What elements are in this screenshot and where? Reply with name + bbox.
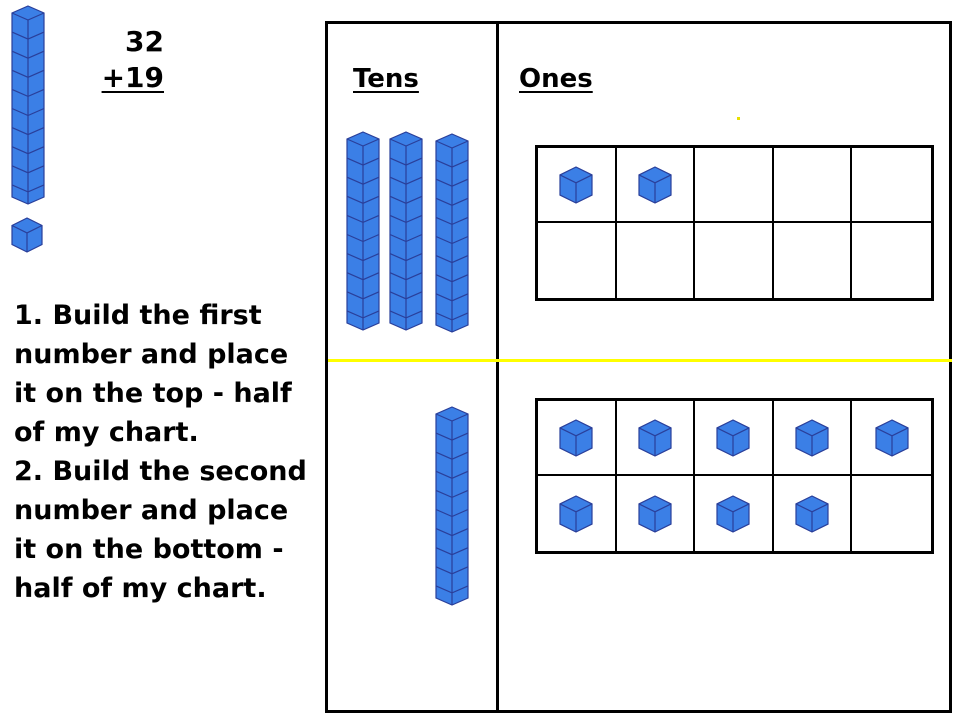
unit-cube-icon: [795, 494, 829, 533]
top-frame-cell-10: [852, 223, 931, 298]
instructions: 1. Build the first number and place it o…: [14, 296, 314, 608]
ones-heading: Ones: [519, 64, 593, 94]
top-frame-cell-9: [774, 223, 853, 298]
addition-problem: 32 +19: [92, 24, 164, 96]
unit-cube-icon: [638, 418, 672, 457]
bottom-frame-cell-6: [538, 476, 617, 551]
top-frame-cell-5: [852, 148, 931, 223]
top-frame-cell-3: [695, 148, 774, 223]
unit-cube-icon: [875, 418, 909, 457]
unit-cube-icon: [638, 165, 672, 204]
bottom-frame-cell-7: [617, 476, 696, 551]
model-ten-rod: [11, 5, 45, 205]
top-ten-rod-2: [389, 131, 423, 331]
top-frame-cell-2: [616, 148, 696, 223]
addend-bottom: +19: [101, 61, 164, 94]
bottom-frame-cell-5: [852, 401, 931, 476]
top-ten-frame: [535, 145, 934, 301]
unit-cube-icon: [795, 418, 829, 457]
bottom-frame-cell-9: [774, 476, 853, 551]
bottom-frame-cell-1: [538, 401, 617, 476]
model-unit-cube: [11, 217, 43, 253]
tens-ones-divider: [496, 21, 499, 713]
unit-cube-icon: [716, 494, 751, 533]
top-frame-cell-1: [538, 148, 617, 223]
unit-cube-icon: [559, 418, 593, 457]
half-divider-line: [328, 359, 952, 362]
top-ten-rod-1: [346, 131, 380, 331]
top-ten-rod-3: [435, 133, 469, 333]
top-frame-cell-7: [617, 223, 696, 298]
top-frame-cell-4: [773, 148, 853, 223]
top-frame-cell-6: [538, 223, 617, 298]
bottom-ten-rod-1: [435, 406, 469, 606]
unit-cube-icon: [638, 494, 672, 533]
unit-cube-icon: [716, 418, 751, 457]
bottom-frame-cell-4: [773, 401, 853, 476]
bottom-frame-cell-3: [695, 401, 774, 476]
bottom-frame-cell-2: [616, 401, 696, 476]
unit-cube-icon: [559, 494, 593, 533]
bottom-frame-cell-10: [852, 476, 931, 551]
top-frame-cell-8: [695, 223, 774, 298]
addend-top: 32: [125, 25, 164, 58]
bottom-frame-cell-8: [695, 476, 774, 551]
bottom-ten-frame: [535, 398, 934, 554]
place-value-chart: [325, 21, 952, 713]
instruction-step-1: 1. Build the first number and place it o…: [14, 300, 292, 448]
instruction-step-2: 2. Build the second number and place it …: [14, 456, 307, 604]
unit-cube-icon: [559, 165, 593, 204]
tens-heading: Tens: [353, 64, 419, 94]
yellow-dot: [737, 117, 740, 120]
